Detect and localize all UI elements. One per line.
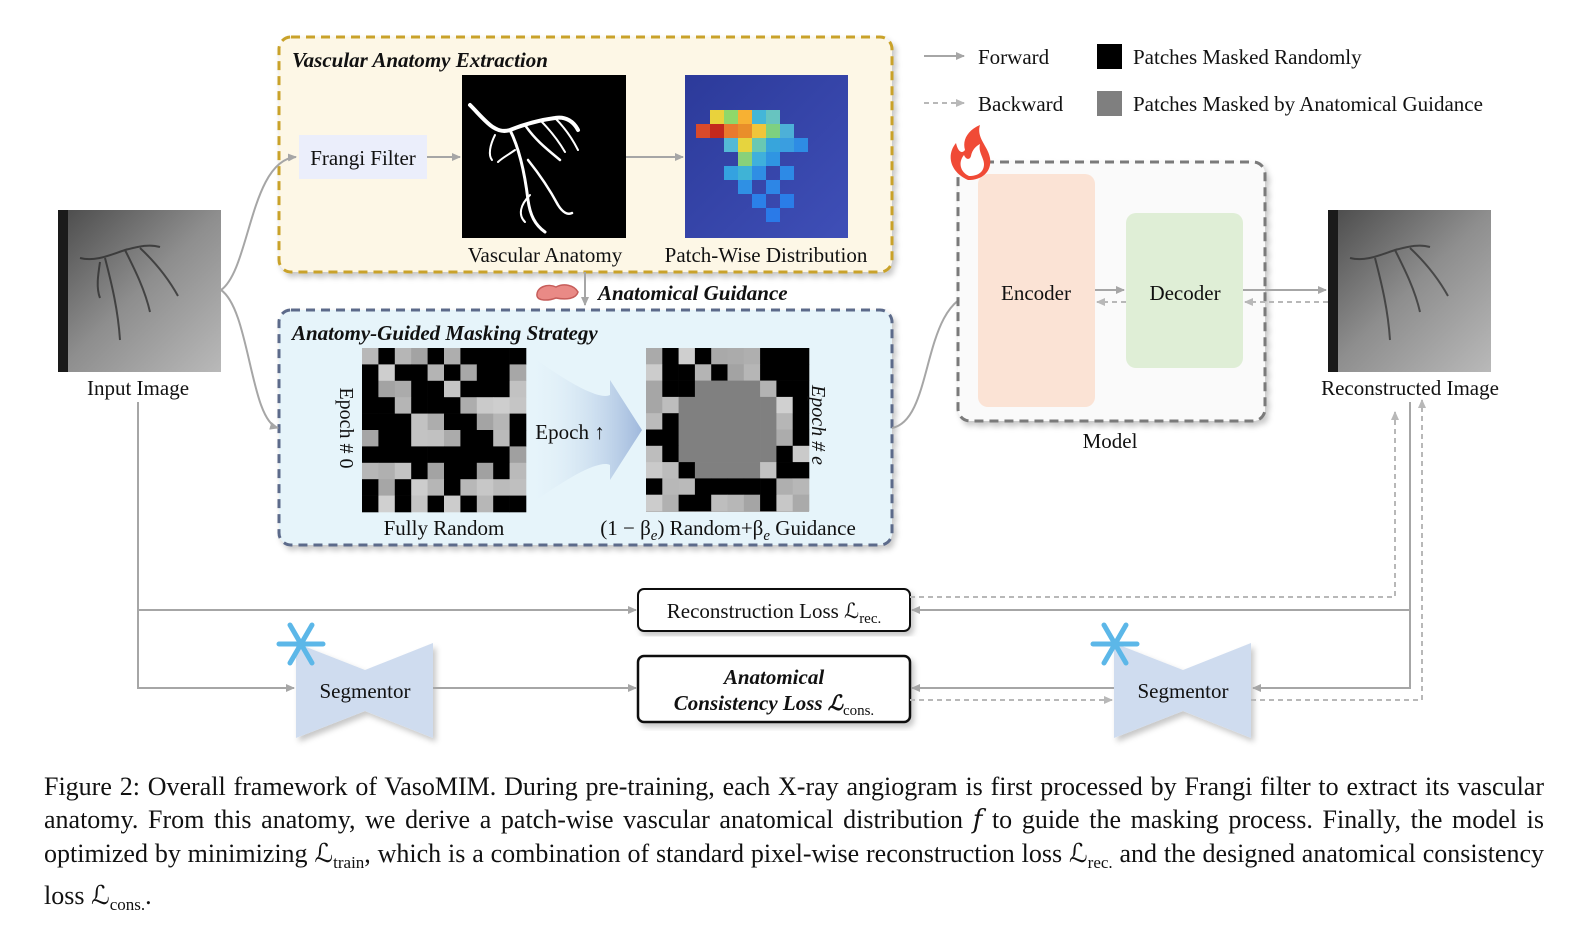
frangi-filter-box xyxy=(299,135,427,179)
model-panel: Encoder Decoder Model xyxy=(956,160,1267,453)
patch-distribution-heatmap xyxy=(685,75,848,238)
consistency-loss-box: Anatomical Consistency Loss ℒcons. xyxy=(636,654,912,724)
guided-mask-image xyxy=(646,348,810,512)
legend-masked-guided: Patches Masked by Anatomical Guidance xyxy=(1133,92,1483,116)
epoch-e-label: Epoch # e xyxy=(807,384,829,465)
legend-masked-random: Patches Masked Randomly xyxy=(1133,45,1362,69)
decoder-block xyxy=(1126,213,1243,368)
segmentor-right: Segmentor xyxy=(1114,643,1251,738)
anatomical-guidance-label: Anatomical Guidance xyxy=(596,281,788,305)
reconstructed-image xyxy=(1328,210,1491,372)
segmentor-left: Segmentor xyxy=(296,643,433,738)
reconstruction-loss-box: Reconstruction Loss ℒrec. xyxy=(637,588,911,632)
reconstruction-loss-label: Reconstruction Loss ℒrec. xyxy=(667,599,882,627)
reconstructed-image-label: Reconstructed Image xyxy=(1321,376,1499,400)
extraction-panel: Vascular Anatomy Extraction Frangi Filte… xyxy=(277,35,894,274)
flame-icon xyxy=(950,125,991,180)
segmentor-left-label: Segmentor xyxy=(320,679,411,703)
fully-random-label: Fully Random xyxy=(384,516,505,540)
model-label: Model xyxy=(1083,429,1138,453)
segmentor-right-label: Segmentor xyxy=(1138,679,1229,703)
encoder-block xyxy=(978,174,1095,407)
snowflake-icon xyxy=(1090,622,1140,666)
extraction-title: Vascular Anatomy Extraction xyxy=(292,48,548,72)
brain-icon xyxy=(536,284,579,301)
input-image xyxy=(58,210,221,372)
snowflake-icon xyxy=(276,622,326,666)
decoder-label: Decoder xyxy=(1149,281,1220,305)
epoch-progress-arrow-icon xyxy=(526,352,642,508)
random-mask-image xyxy=(362,348,527,513)
frangi-filter-label: Frangi Filter xyxy=(310,146,416,170)
masking-panel: Anatomy-Guided Masking Strategy Epoch # … xyxy=(277,308,894,547)
legend-forward: Forward xyxy=(978,45,1050,69)
consistency-loss-line2: Consistency Loss ℒcons. xyxy=(674,691,874,719)
masking-title: Anatomy-Guided Masking Strategy xyxy=(290,321,598,345)
guided-mask-swatch xyxy=(1097,91,1122,116)
epoch-0-label: Epoch # 0 xyxy=(335,387,357,468)
patch-distribution-label: Patch-Wise Distribution xyxy=(665,243,868,267)
consistency-loss-line1: Anatomical xyxy=(722,665,825,689)
encoder-label: Encoder xyxy=(1001,281,1071,305)
caption-text: Figure 2: Overall framework of VasoMIM. … xyxy=(44,772,1545,915)
figure-caption: Figure 2: Overall framework of VasoMIM. … xyxy=(44,770,1544,921)
vascular-anatomy-label: Vascular Anatomy xyxy=(468,243,623,267)
mixed-strategy-label: (1 − βe) Random+βe Guidance xyxy=(600,516,856,544)
legend: Forward Backward Patches Masked Randomly… xyxy=(924,44,1483,116)
vascular-anatomy-image xyxy=(462,75,626,238)
input-image-label: Input Image xyxy=(87,376,189,400)
legend-backward: Backward xyxy=(978,92,1064,116)
framework-diagram: Forward Backward Patches Masked Randomly… xyxy=(58,35,1499,738)
random-mask-swatch xyxy=(1097,44,1122,69)
epoch-arrow-label: Epoch ↑ xyxy=(535,420,604,444)
